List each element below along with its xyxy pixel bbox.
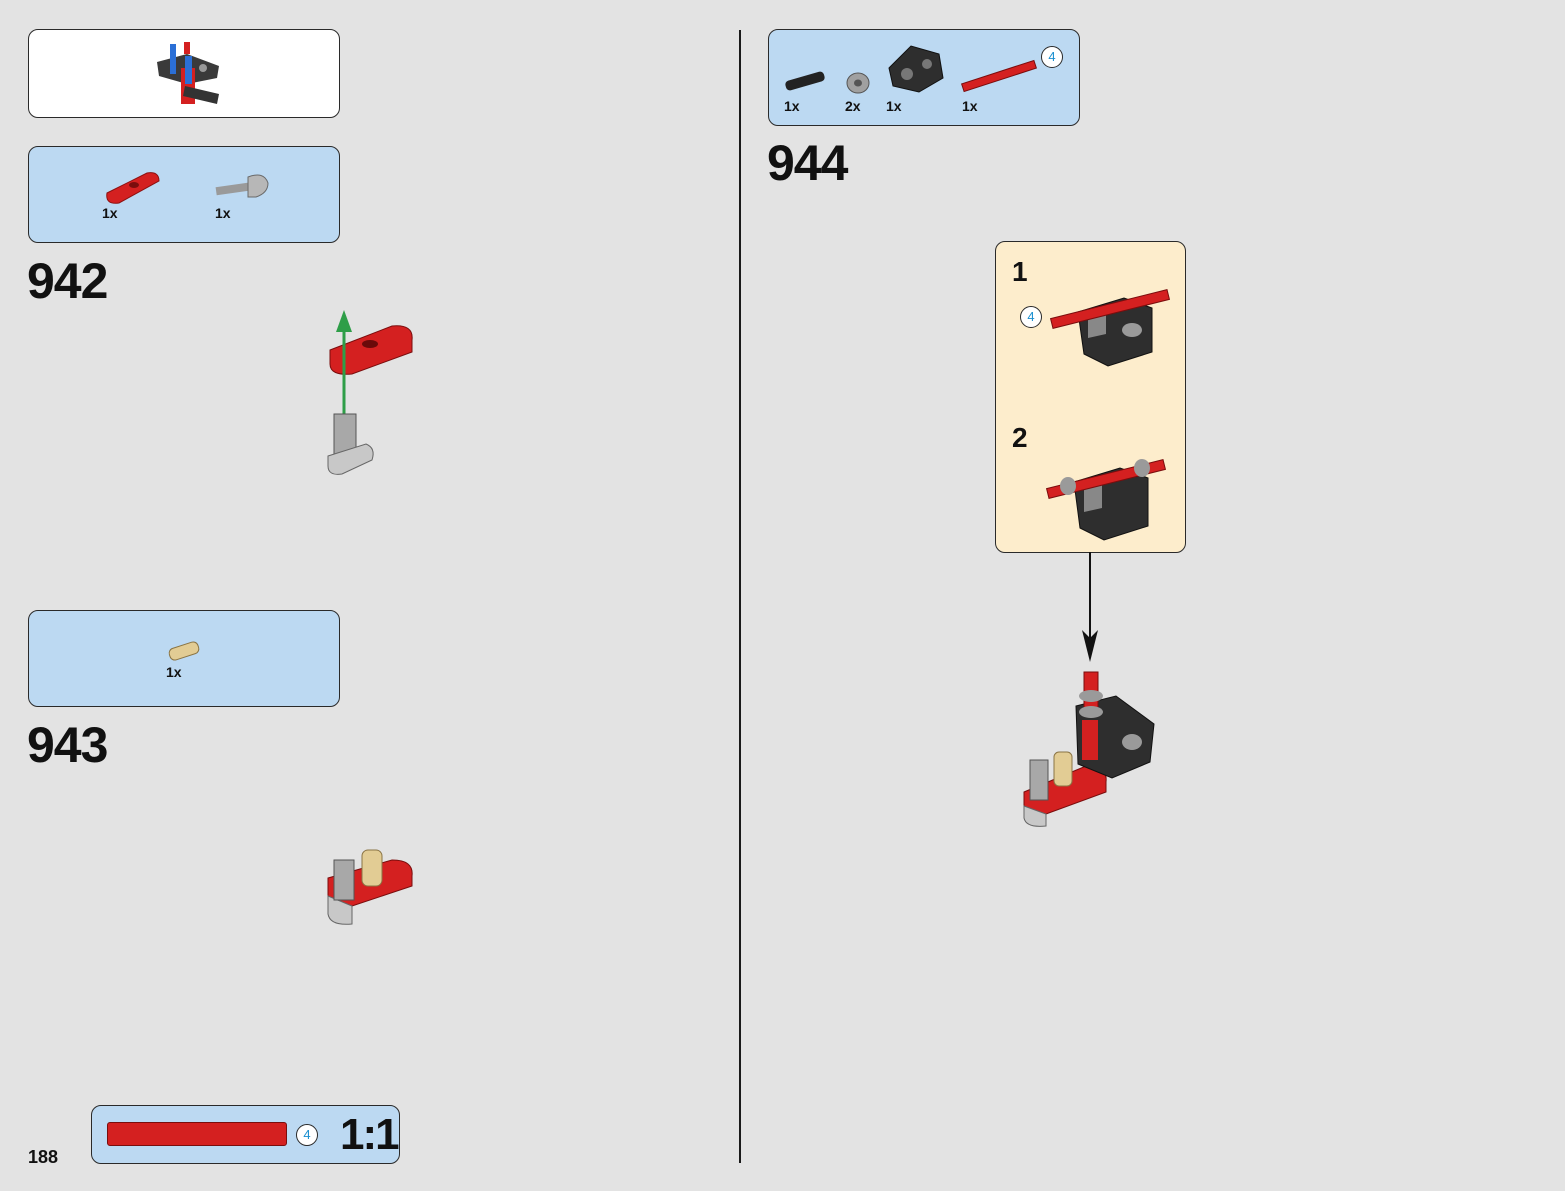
parts-list-step-942: 1x 1x — [28, 146, 340, 243]
part-qty-label: 1x — [102, 205, 118, 221]
step-number: 944 — [767, 138, 847, 188]
substep-panel: 1 4 2 — [995, 241, 1186, 553]
scale-ratio-label: 1:1 — [340, 1113, 398, 1157]
black-connector-icon — [883, 40, 947, 96]
step-942-assembly-illustration — [322, 306, 418, 482]
step-number: 943 — [27, 720, 107, 770]
part-qty-label: 1x — [784, 98, 800, 114]
submodel-preview-image — [147, 38, 227, 110]
red-axle-scale-icon — [107, 1122, 287, 1146]
step-944-assembly-illustration — [1016, 666, 1166, 830]
column-divider — [739, 30, 741, 1163]
red-beam-icon — [101, 167, 163, 207]
part-qty-label: 1x — [962, 98, 978, 114]
axle-length-circle: 4 — [1020, 306, 1042, 328]
page-number: 188 — [28, 1147, 58, 1168]
red-axle-icon — [959, 56, 1039, 96]
assembly-arrow — [1078, 552, 1102, 664]
length-scale-box: 4 1:1 — [91, 1105, 400, 1164]
part-qty-label: 2x — [845, 98, 861, 114]
substep-2-illustration — [1044, 438, 1174, 548]
step-number: 942 — [27, 256, 107, 306]
grey-axle-pin-icon — [212, 171, 270, 205]
part-qty-label: 1x — [886, 98, 902, 114]
axle-length-circle: 4 — [1041, 46, 1063, 68]
black-pin-icon — [781, 68, 829, 94]
substep-number: 2 — [1012, 424, 1028, 452]
axle-length-circle: 4 — [296, 1124, 318, 1146]
submodel-preview-box — [28, 29, 340, 118]
tan-pin-icon — [163, 637, 205, 665]
part-qty-label: 1x — [215, 205, 231, 221]
grey-bush-icon — [843, 70, 873, 96]
substep-1-illustration — [1048, 268, 1178, 368]
parts-list-step-944: 1x 2x 1x 4 1x — [768, 29, 1080, 126]
substep-number: 1 — [1012, 258, 1028, 286]
part-qty-label: 1x — [166, 664, 182, 680]
parts-list-step-943: 1x — [28, 610, 340, 707]
step-943-assembly-illustration — [322, 842, 418, 932]
